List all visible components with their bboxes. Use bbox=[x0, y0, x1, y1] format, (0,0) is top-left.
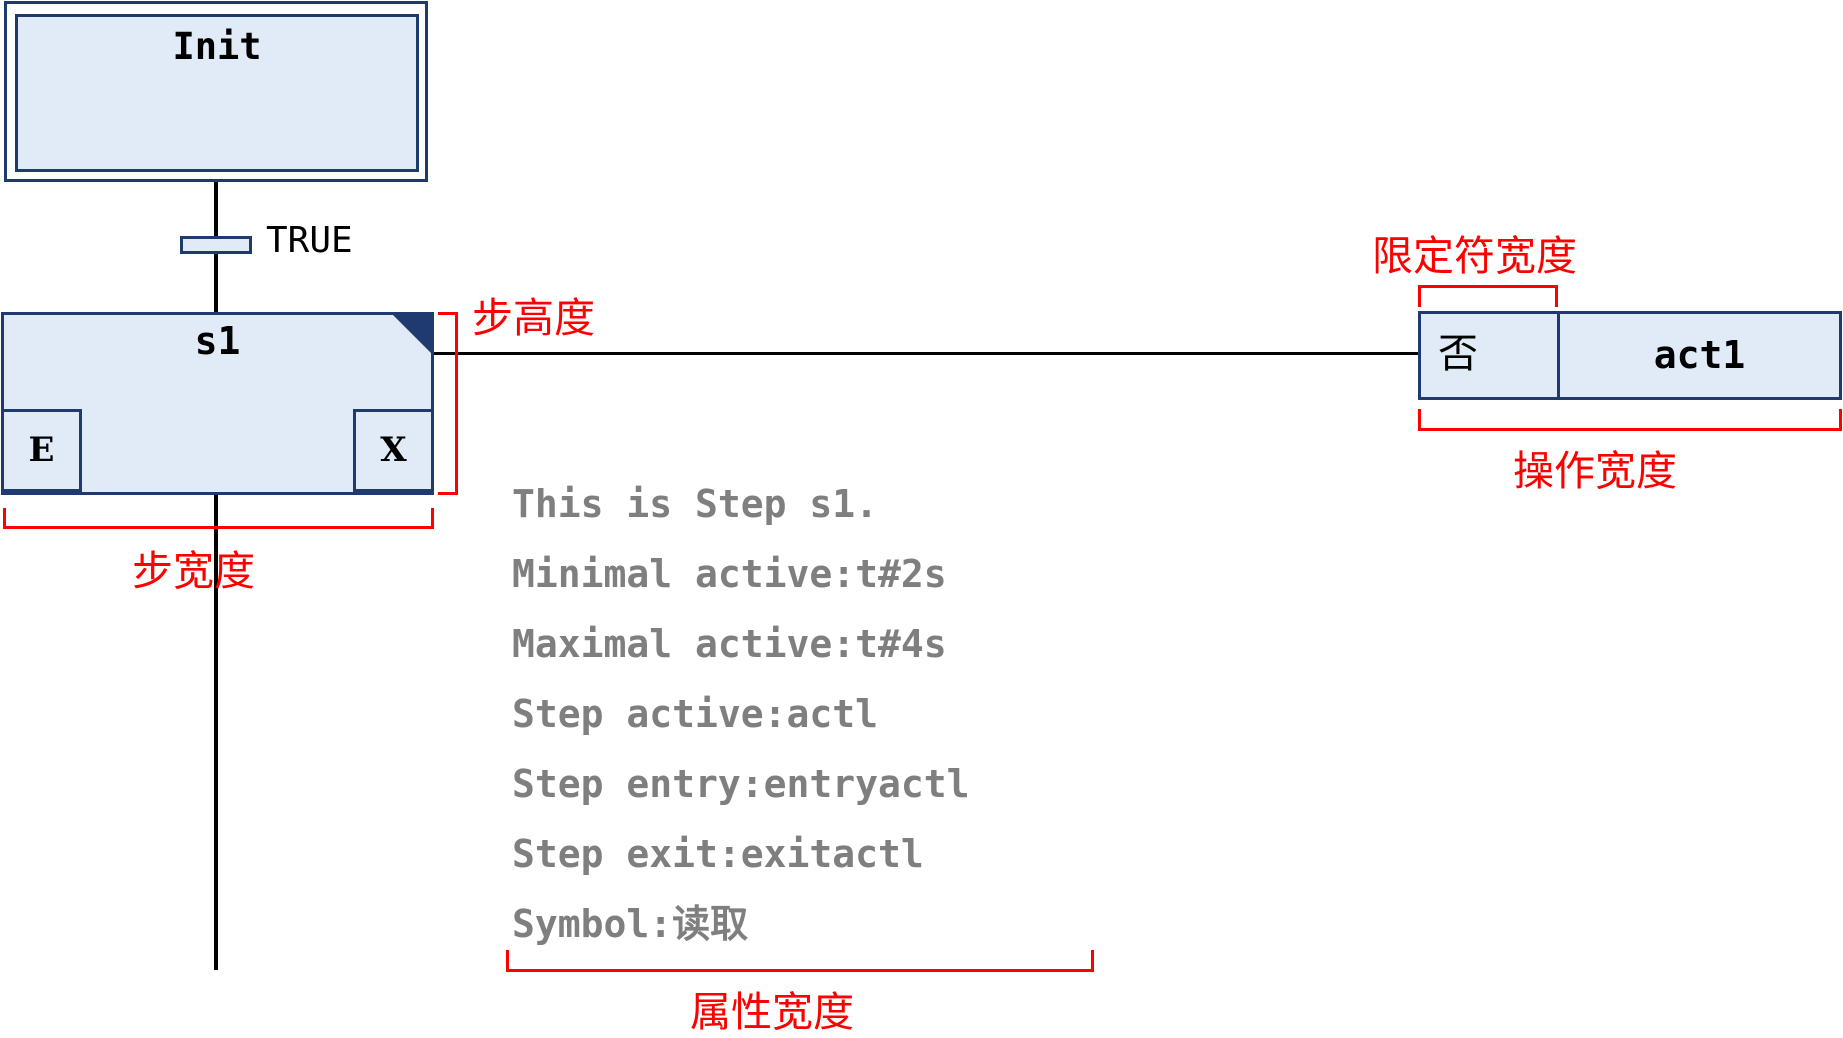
transition-bar[interactable] bbox=[180, 236, 252, 254]
action-block[interactable]: 否 act1 bbox=[1418, 311, 1842, 400]
property-line: Minimal active:t#2s bbox=[512, 552, 947, 596]
action-qualifier[interactable]: 否 bbox=[1421, 314, 1560, 397]
init-step-inner-border: Init bbox=[15, 14, 419, 172]
action-name[interactable]: act1 bbox=[1653, 333, 1746, 377]
connector-below-s1 bbox=[214, 495, 218, 970]
step-exit-action-box[interactable]: X bbox=[353, 409, 431, 492]
connector-step-to-action bbox=[434, 352, 1420, 355]
step-name: s1 bbox=[194, 319, 241, 363]
property-line: This is Step s1. bbox=[512, 482, 879, 526]
init-step-name: Init bbox=[172, 25, 262, 68]
property-line: Step active:actl bbox=[512, 692, 879, 736]
step-width-label: 步宽度 bbox=[132, 547, 255, 595]
step-height-bracket bbox=[438, 312, 458, 495]
step-properties: This is Step s1. Minimal active:t#2s Max… bbox=[512, 479, 970, 969]
property-line: Step entry:entryactl bbox=[512, 762, 970, 806]
step-s1[interactable]: s1 E X bbox=[1, 312, 434, 495]
qualifier-width-label: 限定符宽度 bbox=[1372, 232, 1577, 280]
property-width-label: 属性宽度 bbox=[690, 988, 854, 1036]
property-line: Symbol:读取 bbox=[512, 902, 749, 946]
action-width-bracket bbox=[1418, 409, 1842, 431]
init-step[interactable]: Init bbox=[4, 1, 428, 182]
step-entry-action-box[interactable]: E bbox=[4, 409, 82, 492]
qualifier-width-bracket bbox=[1418, 285, 1558, 307]
step-flag-corner-icon bbox=[393, 315, 431, 353]
step-height-label: 步高度 bbox=[472, 294, 595, 342]
step-width-bracket bbox=[3, 508, 434, 529]
action-width-label: 操作宽度 bbox=[1513, 447, 1677, 495]
property-width-bracket bbox=[506, 950, 1094, 972]
property-line: Maximal active:t#4s bbox=[512, 622, 947, 666]
transition-condition: TRUE bbox=[266, 220, 353, 261]
property-line: Step exit:exitactl bbox=[512, 832, 924, 876]
